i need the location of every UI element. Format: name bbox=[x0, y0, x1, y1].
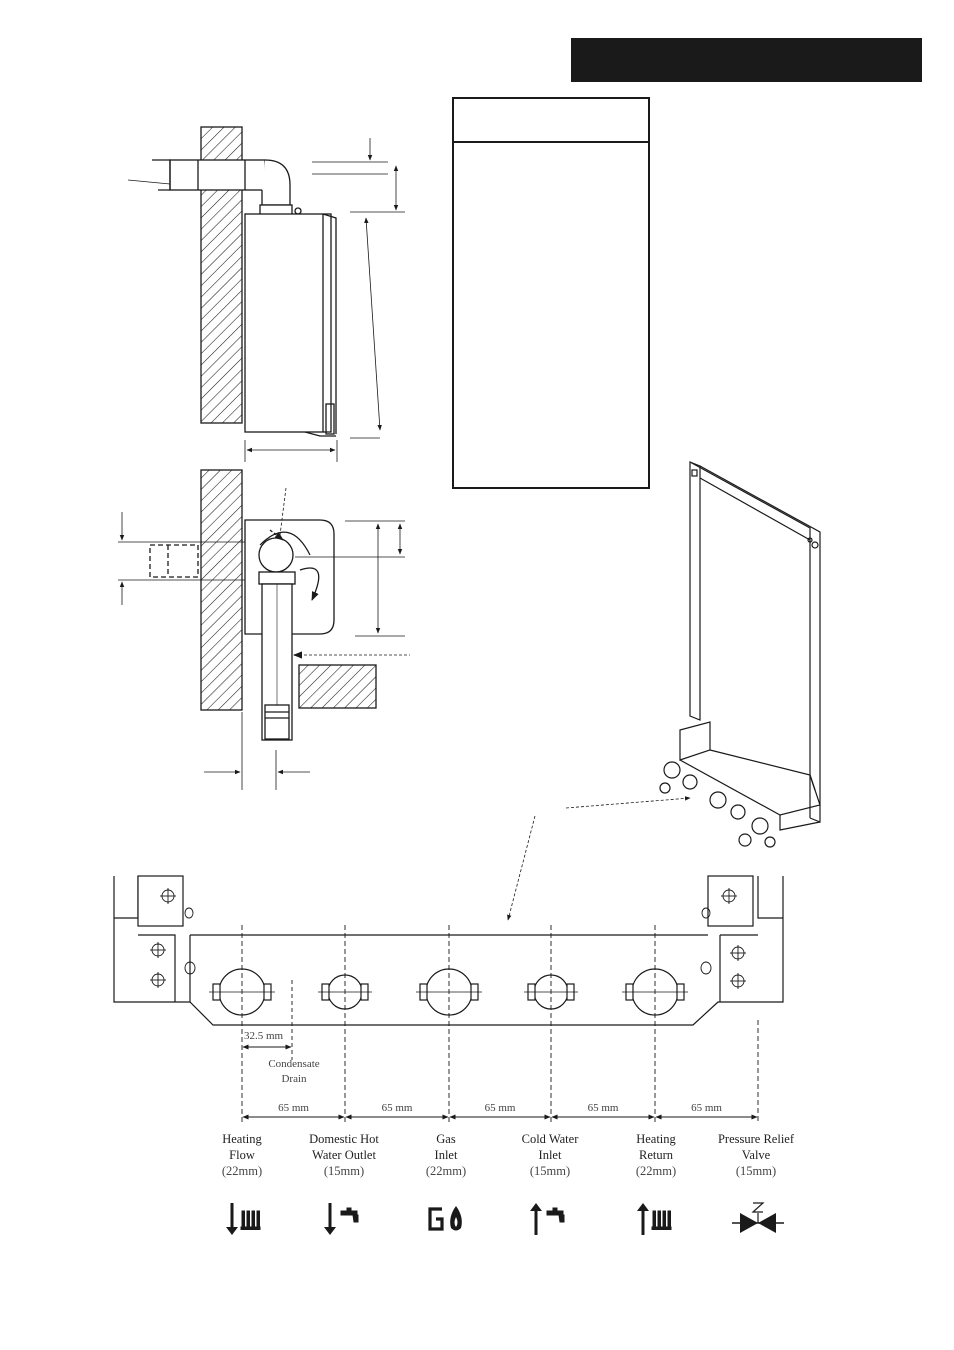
connection-caption: Pressure Relief Valve (15mm) bbox=[696, 1131, 816, 1179]
connection-size: (22mm) bbox=[635, 1164, 677, 1178]
connection-caption: Heating Flow (22mm) bbox=[182, 1131, 302, 1179]
spacing-label: 65 mm bbox=[691, 1102, 722, 1114]
connection-size: (15mm) bbox=[323, 1164, 365, 1178]
connection-caption: Heating Return (22mm) bbox=[596, 1131, 716, 1179]
connection-caption: Gas Inlet (22mm) bbox=[386, 1131, 506, 1179]
pressure-relief-valve-icon bbox=[732, 1202, 784, 1233]
connection-name: Gas Inlet bbox=[434, 1132, 458, 1162]
connection-size: (15mm) bbox=[529, 1164, 571, 1178]
hot-water-tap-icon bbox=[324, 1203, 359, 1235]
gas-icon bbox=[428, 1206, 462, 1231]
spacing-labels: 65 mm 65 mm 65 mm 65 mm 65 mm bbox=[278, 1102, 722, 1114]
heating-flow-icon bbox=[226, 1203, 261, 1235]
spacing-label: 65 mm bbox=[382, 1102, 413, 1114]
condensate-offset-label: 32.5 mm bbox=[244, 1030, 284, 1042]
connection-size: (22mm) bbox=[425, 1164, 467, 1178]
connection-caption: Domestic Hot Water Outlet (15mm) bbox=[284, 1131, 404, 1179]
wall-mounting-bracket bbox=[507, 461, 821, 921]
connection-name: Heating Flow bbox=[222, 1132, 262, 1162]
drain-label: Drain bbox=[281, 1073, 307, 1085]
info-box-header bbox=[454, 99, 648, 143]
side-view-wall-mounted bbox=[127, 126, 405, 462]
side-view-rear-flue bbox=[118, 469, 410, 790]
dimension-lines bbox=[241, 925, 759, 1124]
cold-water-tap-icon bbox=[530, 1203, 565, 1235]
condensate-label: Condensate bbox=[268, 1058, 319, 1070]
connection-size: (22mm) bbox=[221, 1164, 263, 1178]
info-box bbox=[452, 97, 650, 489]
connection-name: Domestic Hot Water Outlet bbox=[309, 1132, 379, 1162]
connection-size: (15mm) bbox=[735, 1164, 777, 1178]
connection-name: Cold Water Inlet bbox=[521, 1132, 579, 1162]
spacing-label: 65 mm bbox=[485, 1102, 516, 1114]
spacing-label: 65 mm bbox=[588, 1102, 619, 1114]
connection-name: Pressure Relief Valve bbox=[717, 1132, 795, 1162]
manifold-ports bbox=[209, 968, 688, 1016]
heating-return-icon bbox=[637, 1203, 672, 1235]
connection-name: Heating Return bbox=[636, 1132, 676, 1162]
connection-icons bbox=[226, 1202, 784, 1235]
connection-caption: Cold Water Inlet (15mm) bbox=[490, 1131, 610, 1179]
spacing-label: 65 mm bbox=[278, 1102, 309, 1114]
header-bar bbox=[571, 38, 922, 82]
